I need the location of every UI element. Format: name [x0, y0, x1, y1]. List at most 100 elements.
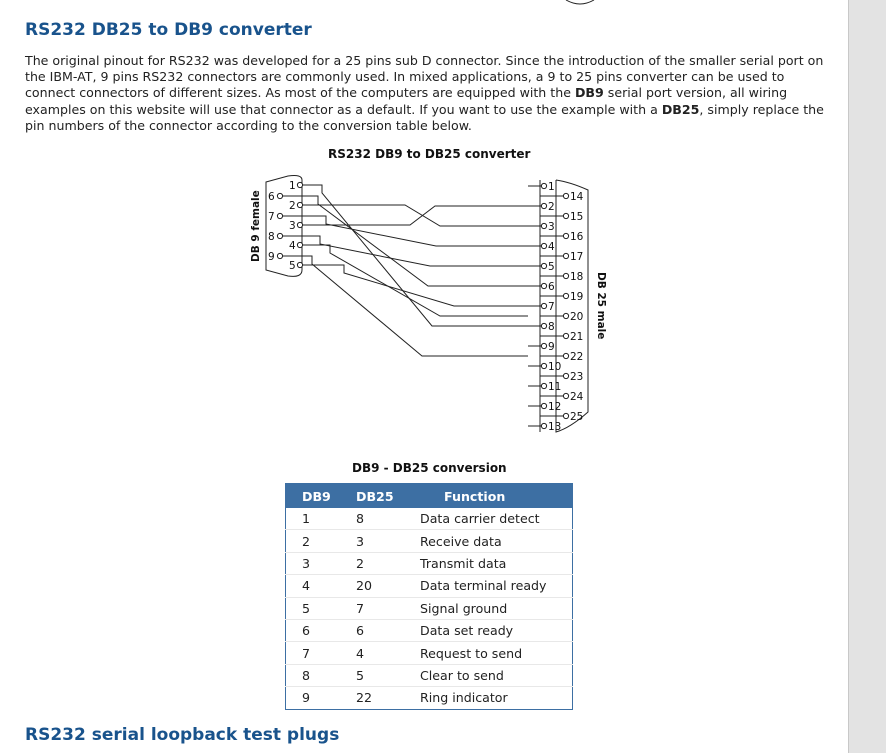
db9-pin-label: 6	[268, 191, 275, 203]
wire-db9-5-to-db25-7	[312, 264, 528, 307]
db25-pin-label: 25	[570, 411, 583, 423]
db25-pin	[562, 352, 570, 360]
db9-pin-label: 8	[268, 231, 275, 243]
db25-pin	[540, 222, 548, 230]
db9-pin	[296, 261, 304, 269]
cell-function: Request to send	[408, 641, 573, 665]
cell-db9: 5	[285, 597, 342, 620]
cell-db9: 8	[285, 664, 342, 688]
db25-pin-label: 13	[548, 421, 561, 433]
db25-pin-label: 17	[570, 251, 583, 263]
db25-pin	[562, 272, 570, 280]
db25-pin-label: 1	[548, 181, 555, 193]
db25-pin	[562, 392, 570, 400]
db25-pin-label: 22	[570, 351, 583, 363]
cell-db9: 2	[285, 529, 342, 553]
wire-db9-1-to-db25-8	[312, 184, 528, 327]
cell-db9: 1	[285, 508, 342, 531]
db9-connector-shell	[265, 175, 303, 277]
cell-db9: 9	[302, 690, 311, 706]
intro-text-2: serial port version, all wiring examples…	[25, 85, 788, 117]
db25-pin	[562, 412, 570, 420]
wire-db9-9-to-db25-22	[292, 255, 528, 357]
db25-pin-label: 2	[548, 201, 555, 213]
intro-bold-db9: DB9	[574, 85, 604, 101]
db25-pin-label: 20	[570, 311, 583, 323]
scrollbar-track[interactable]	[849, 0, 886, 753]
header-db9: DB9	[285, 483, 342, 508]
cell-db9: 3	[285, 552, 342, 576]
db9-pin	[296, 201, 304, 209]
cell-db9: 4	[285, 574, 342, 598]
intro-text-3: , simply replace the pin numbers of the …	[25, 101, 824, 133]
db25-pin	[540, 282, 548, 290]
cell-db25: 6	[342, 619, 408, 643]
next-section-heading: RS232 serial loopback test plugs	[25, 725, 340, 745]
wire-db9-6-to-db25-6	[292, 195, 528, 287]
db25-connector-shell	[555, 179, 589, 433]
db25-pin	[562, 332, 570, 340]
db25-pin-label: 15	[570, 211, 583, 223]
table-header-row: DB9 DB25 Function	[285, 483, 573, 508]
db9-pin-label: 2	[289, 200, 296, 212]
wire-db9-8-to-db25-5	[292, 235, 528, 267]
db9-pin	[276, 232, 284, 240]
cell-db25: 5	[342, 664, 408, 688]
db25-pin-label: 11	[548, 381, 561, 393]
cell-db25: 20	[342, 574, 408, 598]
db25-pin	[562, 292, 570, 300]
db9-pin	[276, 212, 284, 220]
intro-paragraph: The original pinout for RS232 was develo…	[25, 53, 830, 134]
db25-pin-label: 9	[548, 341, 555, 353]
cell-db25: 8	[342, 508, 408, 531]
db25-pin-label: 12	[548, 401, 561, 413]
db9-pin-label: 3	[289, 220, 296, 232]
db25-pin	[562, 312, 570, 320]
wire-db9-2-to-db25-3	[312, 204, 528, 227]
table-caption: DB9 - DB25 conversion	[352, 461, 507, 475]
db25-pin-label: 8	[548, 321, 555, 333]
db25-pin	[562, 252, 570, 260]
db25-pin-label: 3	[548, 221, 555, 233]
cell-function: Signal ground	[408, 597, 573, 620]
db25-pin-label: 4	[548, 241, 555, 253]
db25-pin-label: 14	[570, 191, 584, 203]
cell-db25: 7	[342, 597, 408, 620]
cell-function: Clear to send	[408, 664, 573, 688]
db25-pin	[540, 182, 548, 190]
db25-pin-label: 19	[570, 291, 583, 303]
diagram-caption: RS232 DB9 to DB25 converter	[328, 147, 531, 161]
db25-pin	[540, 202, 548, 210]
cell-function: Ring indicator	[420, 690, 508, 706]
db25-pin	[540, 422, 548, 430]
db25-pin	[540, 302, 548, 310]
cell-function: Transmit data	[408, 552, 573, 576]
intro-bold-db25: DB25	[661, 101, 700, 117]
db25-pin	[562, 232, 570, 240]
db25-pin	[540, 242, 548, 250]
cell-function: Data carrier detect	[408, 508, 573, 531]
cell-function: Receive data	[408, 529, 573, 553]
db25-pin-label: 16	[570, 231, 584, 243]
section-heading: RS232 DB25 to DB9 converter	[25, 20, 312, 40]
db25-pin-label: 7	[548, 301, 555, 313]
db9-pin	[276, 192, 284, 200]
db25-pin-label: 18	[570, 271, 583, 283]
db25-connector-label: DB 25 male	[595, 272, 607, 339]
db9-pin	[276, 252, 284, 260]
top-connector-fragment	[565, 0, 595, 5]
wire-db9-7-to-db25-4	[292, 215, 528, 247]
cell-db25: 4	[342, 641, 408, 665]
db25-pin-label: 23	[570, 371, 583, 383]
header-db25: DB25	[342, 483, 408, 508]
cell-function: Data set ready	[408, 619, 573, 643]
db25-pin-label: 6	[548, 281, 555, 293]
